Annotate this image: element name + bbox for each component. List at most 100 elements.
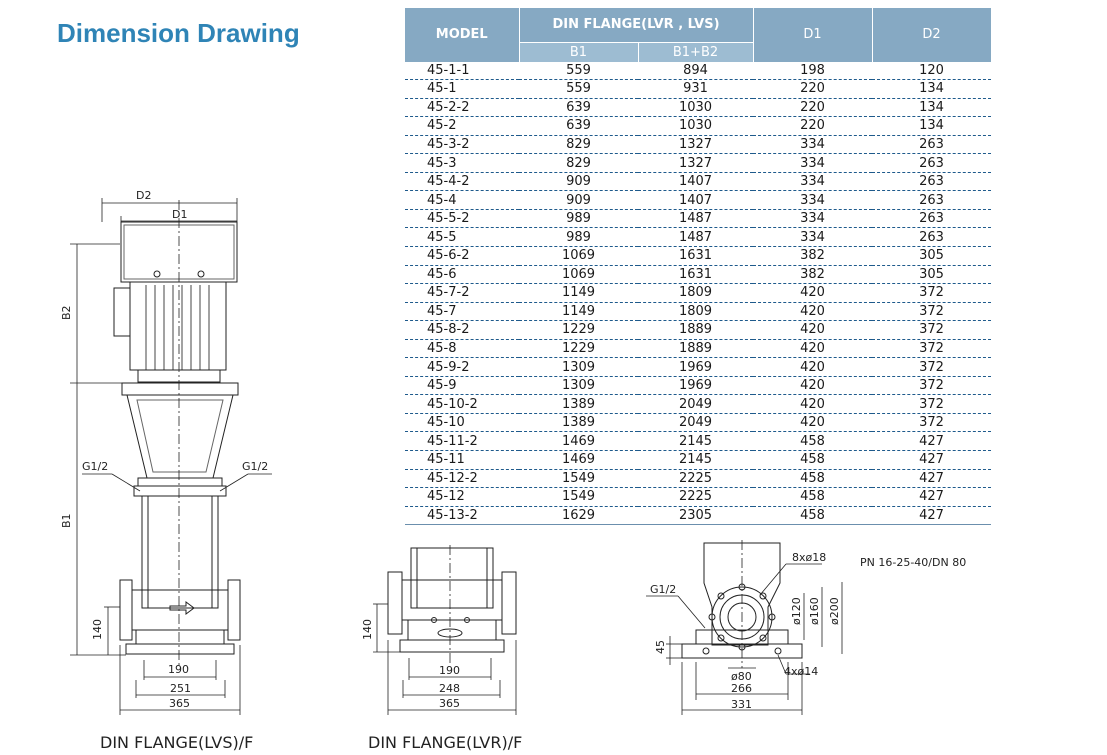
flange-label-d200: ø200 (828, 597, 841, 625)
cell-d2: 263 (872, 190, 992, 210)
cell-d2: 427 (872, 469, 992, 489)
cell-d2: 134 (872, 98, 992, 118)
flange-label-d80: ø80 (731, 670, 752, 683)
cell-d2: 372 (872, 394, 992, 414)
cell-d2: 372 (872, 283, 992, 303)
lvr-label-w248: 248 (439, 682, 460, 695)
cell-model: 45-3-2 (405, 135, 519, 155)
cell-d2: 372 (872, 339, 992, 359)
cell-b1: 829 (519, 135, 638, 155)
cell-model: 45-8-2 (405, 320, 519, 340)
cell-b1b2: 1327 (638, 135, 754, 155)
cell-d1: 420 (753, 357, 873, 377)
cell-model: 45-3 (405, 153, 519, 173)
cell-model: 45-8 (405, 339, 519, 359)
cell-d1: 334 (753, 135, 873, 155)
cell-d1: 382 (753, 246, 873, 266)
cell-b1b2: 931 (638, 79, 754, 99)
cell-b1: 639 (519, 116, 638, 136)
cell-model: 45-1 (405, 79, 519, 99)
label-d1: D1 (172, 208, 187, 221)
cell-b1b2: 1487 (638, 209, 754, 229)
cell-d1: 220 (753, 98, 873, 118)
cell-d2: 120 (872, 61, 992, 81)
cell-model: 45-2-2 (405, 98, 519, 118)
cell-model: 45-5-2 (405, 209, 519, 229)
cell-b1: 829 (519, 153, 638, 173)
cell-d1: 198 (753, 61, 873, 81)
cell-d1: 458 (753, 431, 873, 451)
cell-b1b2: 1030 (638, 98, 754, 118)
cell-b1: 1389 (519, 413, 638, 433)
label-b2: B2 (60, 305, 73, 320)
cell-model: 45-10-2 (405, 394, 519, 414)
cell-model: 45-6-2 (405, 246, 519, 266)
cell-b1: 639 (519, 98, 638, 118)
cell-d2: 372 (872, 320, 992, 340)
cell-b1b2: 2145 (638, 450, 754, 470)
cell-d1: 382 (753, 265, 873, 285)
lvr-label-h140: 140 (361, 619, 374, 640)
cell-b1: 1389 (519, 394, 638, 414)
cell-d2: 372 (872, 413, 992, 433)
flange-label-h45: 45 (654, 640, 667, 654)
header-din-flange: DIN FLANGE(LVR , LVS) (519, 8, 754, 42)
label-g-left: G1/2 (82, 460, 108, 473)
cell-d1: 420 (753, 376, 873, 396)
cell-b1: 909 (519, 172, 638, 192)
cell-b1: 1229 (519, 339, 638, 359)
cell-b1b2: 1407 (638, 190, 754, 210)
cell-b1b2: 1631 (638, 246, 754, 266)
cell-d1: 220 (753, 79, 873, 99)
cell-b1b2: 2225 (638, 469, 754, 489)
cell-d2: 372 (872, 302, 992, 322)
cell-b1: 1069 (519, 246, 638, 266)
cell-d2: 263 (872, 135, 992, 155)
cell-model: 45-2 (405, 116, 519, 136)
cell-b1b2: 1969 (638, 376, 754, 396)
lvr-label-w190: 190 (439, 664, 460, 677)
cell-model: 45-13-2 (405, 506, 519, 526)
cell-d2: 263 (872, 227, 992, 247)
flange-label-g: G1/2 (650, 583, 676, 596)
cell-model: 45-1-1 (405, 61, 519, 81)
cell-b1: 1309 (519, 376, 638, 396)
cell-model: 45-9 (405, 376, 519, 396)
cell-b1b2: 1969 (638, 357, 754, 377)
cell-b1: 989 (519, 209, 638, 229)
cell-model: 45-7-2 (405, 283, 519, 303)
cell-d2: 263 (872, 172, 992, 192)
cell-d2: 427 (872, 450, 992, 470)
motor-body (129, 281, 227, 371)
flange-label-bolts: 8xø18 (792, 551, 826, 564)
cell-b1: 559 (519, 61, 638, 81)
dimension-table: MODEL DIN FLANGE(LVR , LVS) D1 D2 B1 B1+… (405, 8, 992, 526)
cell-b1b2: 1631 (638, 265, 754, 285)
cell-b1: 1469 (519, 450, 638, 470)
cell-d1: 420 (753, 339, 873, 359)
caption-lvr: DIN FLANGE(LVR)/F (368, 733, 523, 752)
label-w365: 365 (169, 697, 190, 710)
cell-d2: 134 (872, 116, 992, 136)
cell-d1: 458 (753, 450, 873, 470)
label-w190: 190 (168, 663, 189, 676)
cell-b1b2: 1889 (638, 339, 754, 359)
caption-lvs: DIN FLANGE(LVS)/F (100, 733, 254, 752)
cell-b1b2: 2305 (638, 506, 754, 526)
cell-model: 45-10 (405, 413, 519, 433)
flange-label-w266: 266 (731, 682, 752, 695)
cell-d2: 305 (872, 265, 992, 285)
